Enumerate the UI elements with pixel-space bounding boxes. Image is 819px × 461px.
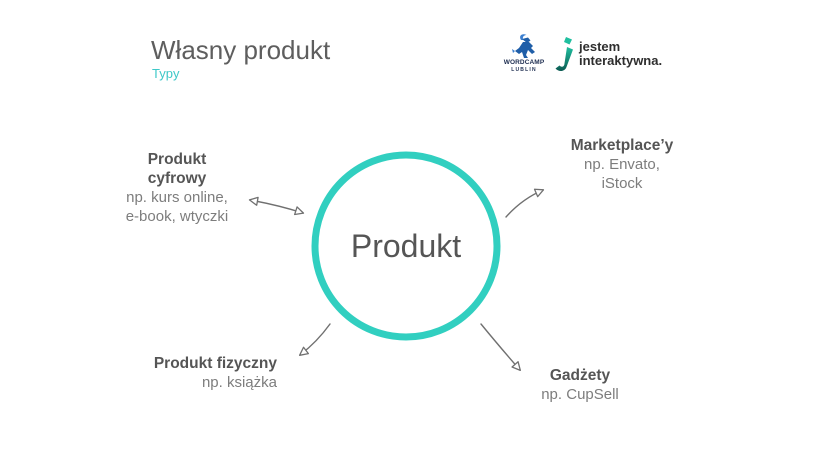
- slide-title: Własny produkt: [151, 35, 331, 65]
- center-node-label: Produkt: [350, 228, 462, 264]
- arrow-to-gadgets: [480, 323, 521, 372]
- node-title: Produkt fizyczny: [153, 355, 277, 372]
- goat-body: [515, 42, 535, 58]
- agency-logo-text-line2: interaktywna.: [579, 53, 663, 68]
- slide-subtitle: Typy: [152, 66, 180, 81]
- j-mark-icon: [555, 37, 573, 72]
- goat-horn: [520, 34, 527, 40]
- node-marketplaces: Marketplace’y np. Envato, iStock: [532, 136, 712, 193]
- j-mark-dot: [564, 37, 572, 45]
- node-title: cyfrowy: [147, 170, 207, 187]
- j-mark-stem: [555, 47, 573, 72]
- arrow-to-digital-product: [248, 196, 305, 216]
- node-title: Gadżety: [549, 367, 611, 384]
- node-detail: iStock: [601, 175, 643, 192]
- jestem-interaktywna-logo: jestem interaktywna.: [553, 37, 675, 73]
- arrow-to-physical-product: [298, 323, 331, 356]
- wordcamp-logo-text: WORDCAMP: [503, 59, 545, 66]
- node-physical-product: Produkt fizyczny np. książka: [77, 354, 277, 392]
- node-detail: np. CupSell: [541, 386, 619, 403]
- node-gadgets: Gadżety np. CupSell: [510, 366, 650, 404]
- node-title: Marketplace’y: [570, 137, 674, 154]
- node-detail: e-book, wtyczki: [125, 208, 229, 225]
- product-circle: [311, 151, 501, 341]
- node-digital-product: Produkt cyfrowy np. kurs online, e-book,…: [102, 150, 252, 226]
- wordcamp-logo-city: LUBLIN: [511, 67, 537, 73]
- agency-logo-text-line1: jestem: [579, 39, 621, 54]
- wordcamp-lublin-logo: WORDCAMP LUBLIN: [500, 33, 548, 75]
- node-detail: np. kurs online,: [126, 189, 228, 206]
- goat-tail: [512, 49, 515, 53]
- arrow-to-marketplaces: [505, 188, 545, 218]
- node-detail: np. Envato,: [584, 156, 660, 173]
- node-title: Produkt: [147, 151, 207, 168]
- goat-icon: [512, 34, 535, 58]
- node-detail: np. książka: [201, 374, 277, 391]
- goat-head: [522, 37, 531, 43]
